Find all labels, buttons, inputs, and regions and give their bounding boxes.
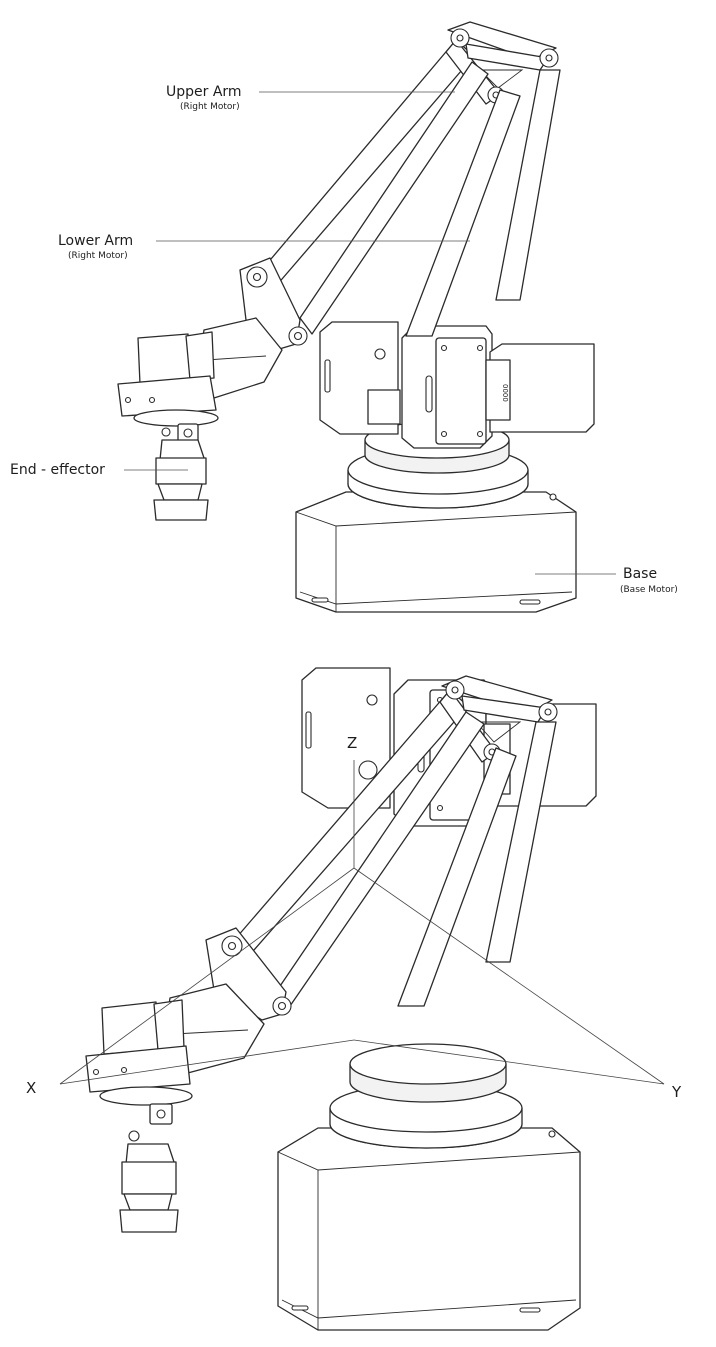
x-axis-label: X (26, 1079, 36, 1097)
upper-arm-label: Upper Arm (166, 84, 242, 100)
lower-arm-label: Lower Arm (58, 233, 133, 249)
lower-arm-sublabel: (Right Motor) (68, 251, 128, 261)
base-sublabel: (Base Motor) (620, 585, 678, 595)
coordinate-axes: Z X Y (26, 734, 682, 1101)
turntable-bottom (329, 1043, 523, 1149)
x-axis-line-front (59, 1039, 355, 1085)
bottom-robot-illustration: 8888 (85, 667, 597, 1331)
lower-arm-linkage (239, 61, 521, 351)
top-robot-illustration: 0000 (117, 21, 595, 613)
left-motor (319, 321, 401, 435)
side-stepper-motor: 0000 (485, 343, 595, 433)
end-effector-bottom (85, 999, 193, 1233)
y-axis-label: Y (671, 1083, 682, 1101)
top-annotations: Upper Arm (Right Motor) Lower Arm (Right… (10, 84, 678, 595)
lower-linkage-bottom (205, 711, 517, 1021)
left-motor-bottom (301, 667, 391, 809)
y-axis-line-front (353, 1039, 665, 1085)
base-label: Base (623, 566, 657, 582)
z-axis-label: Z (347, 734, 357, 752)
end-effector-label: End - effector (10, 462, 105, 478)
base-block (295, 491, 577, 613)
y-axis-line (353, 867, 665, 1085)
x-axis-line (59, 867, 355, 1085)
right-motor (401, 325, 493, 449)
base-block-bottom (277, 1127, 581, 1331)
motor-marking-top: 0000 (501, 384, 509, 402)
upper-arm-sublabel: (Right Motor) (180, 102, 240, 112)
end-effector-assembly (117, 331, 219, 521)
